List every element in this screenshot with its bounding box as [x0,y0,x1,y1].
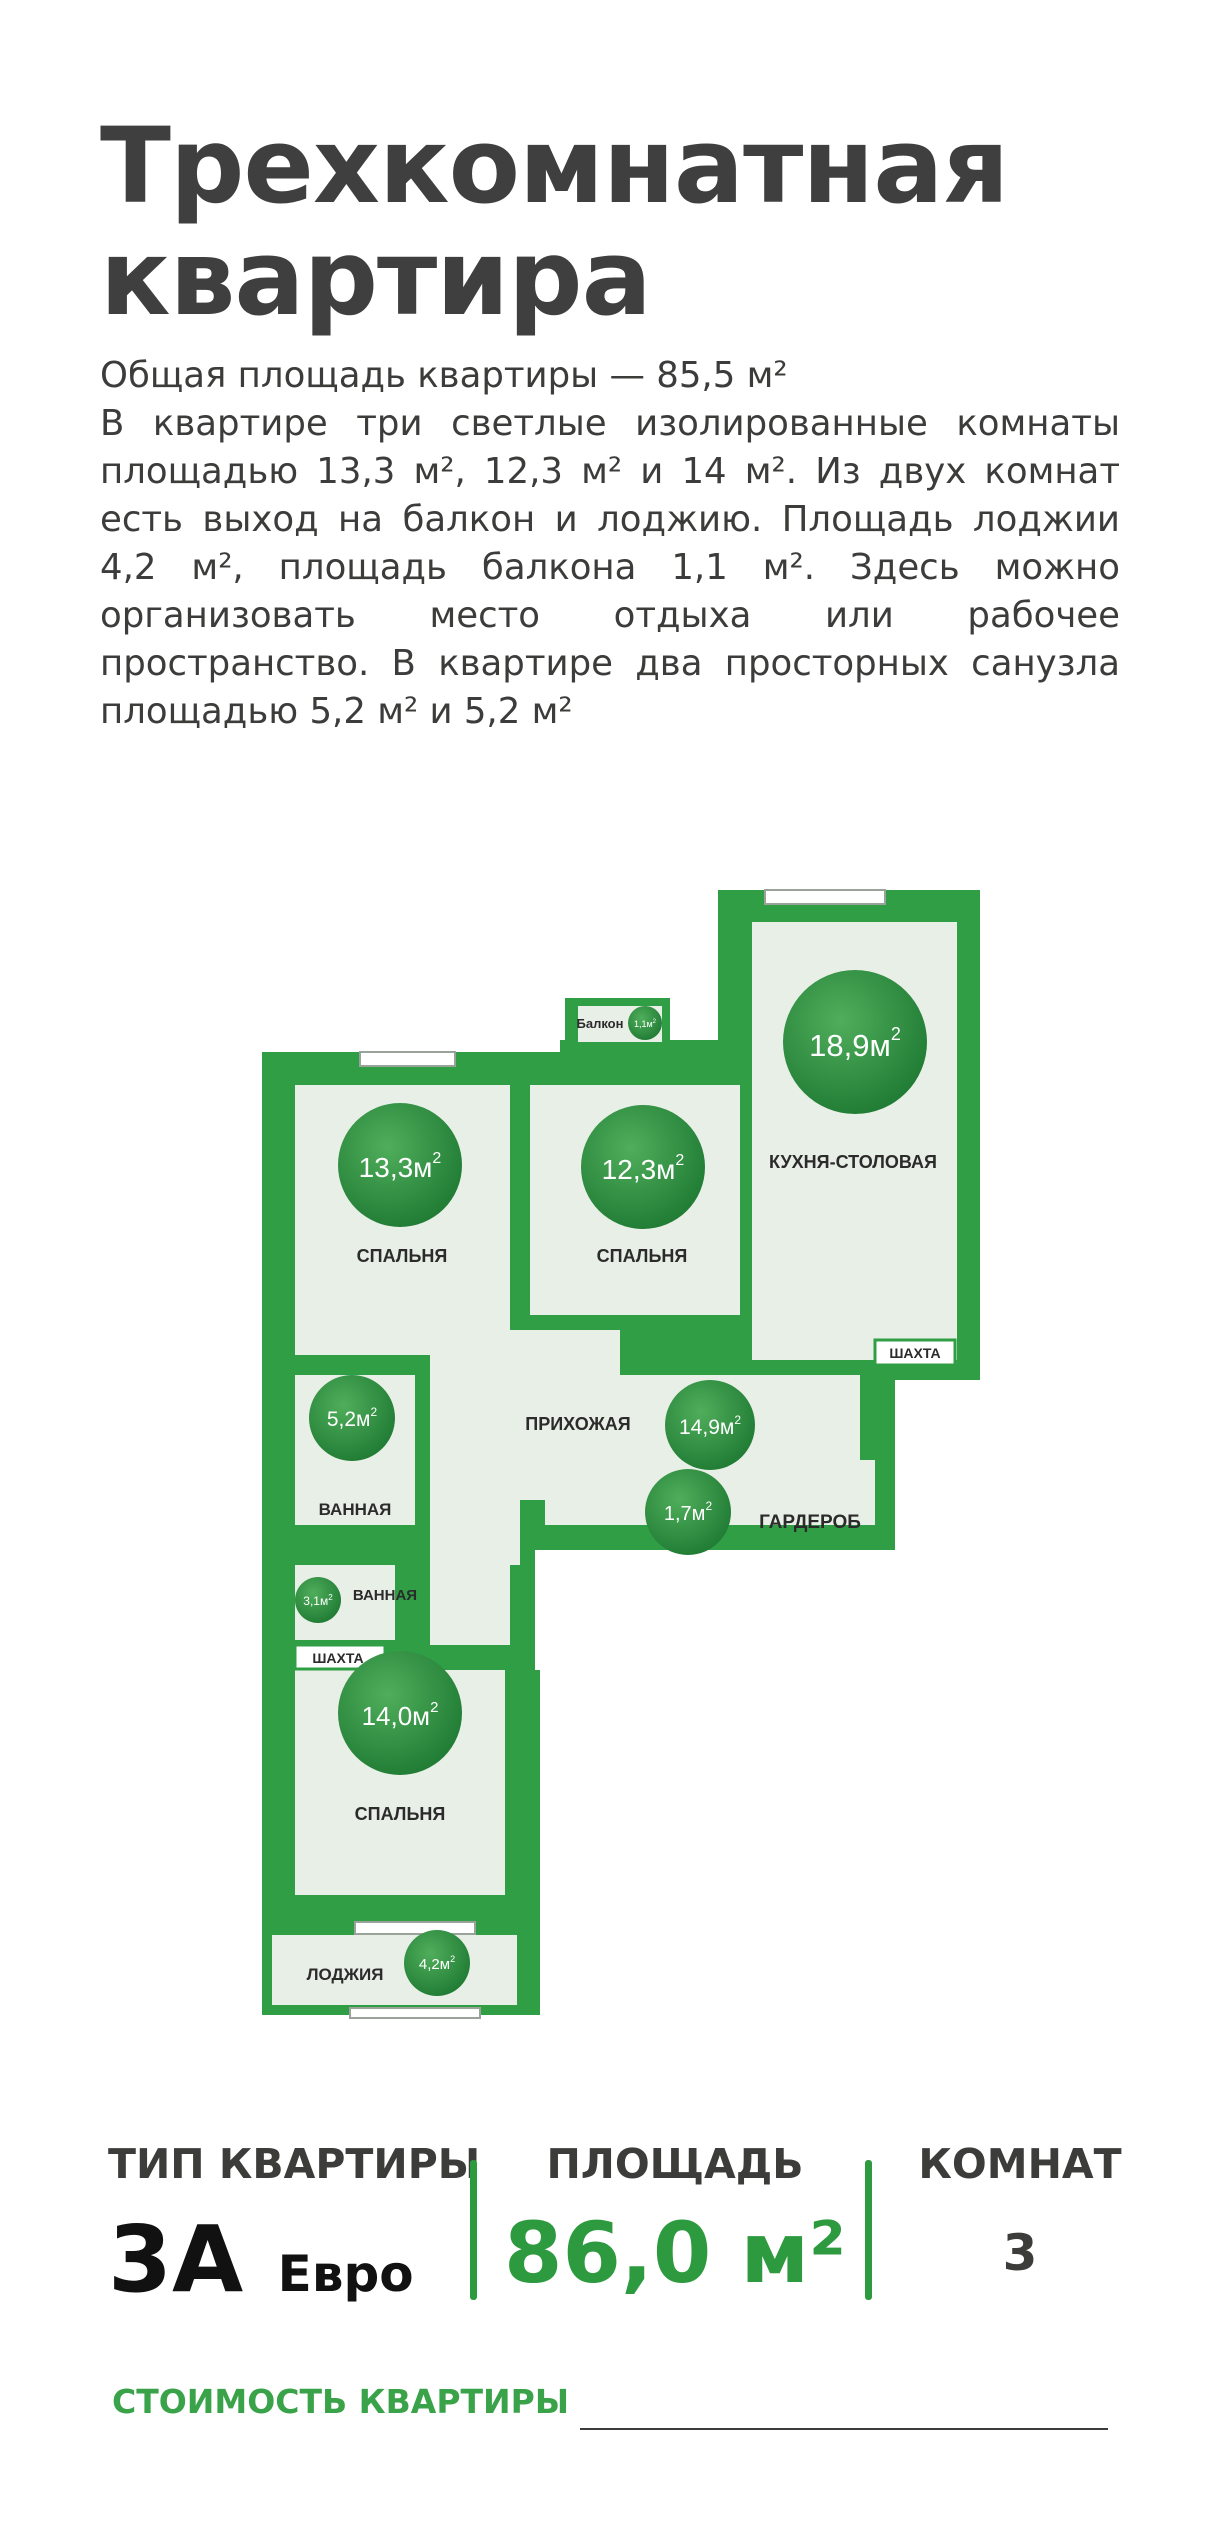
bath1-label: ВАННАЯ [319,1500,392,1519]
svg-text:12,3м2: 12,3м2 [602,1152,685,1185]
title-line-2: квартира [100,217,652,339]
type-value: 3А [108,2206,244,2313]
floor-plan: СПАЛЬНЯ СПАЛЬНЯ КУХНЯ-СТОЛОВАЯ ПРИХОЖАЯ … [262,889,980,2019]
hall-area: 14,9м [679,1416,734,1439]
apartment-type-block: ТИП КВАРТИРЫ 3А Евро [108,2140,481,2320]
area-value: 86,0 м² [504,2204,846,2302]
svg-text:4,2м2: 4,2м2 [419,1954,455,1973]
title-line-1: Трехкомнатная [100,105,1009,227]
bedroom1-label: СПАЛЬНЯ [357,1246,448,1266]
shaft1-label: ШАХТА [889,1345,940,1361]
total-area-text: Общая площадь квартиры — 85,5 м² [100,355,788,396]
svg-text:13,3м2: 13,3м2 [359,1150,442,1183]
type-label: ТИП КВАРТИРЫ [108,2140,481,2188]
plan-windows [349,889,886,2019]
bath2-label: ВАННАЯ [353,1587,417,1604]
svg-text:5,2м2: 5,2м2 [327,1405,378,1431]
wardrobe-label: ГАРДЕРОБ [759,1512,861,1533]
rooms-block: КОМНАТ 3 [900,2140,1140,2320]
svg-text:1,7м2: 1,7м2 [664,1499,713,1525]
loggia-area: 4,2м [419,1956,450,1973]
area-badges: 13,3м2 12,3м2 18,9м2 14,9м2 5,2м2 3,1м2 … [295,970,927,1996]
kitchen-area: 18,9м [809,1028,891,1063]
svg-text:14,0м2: 14,0м2 [362,1699,439,1731]
hall-label: ПРИХОЖАЯ [525,1414,630,1434]
cost-label: СТОИМОСТЬ КВАРТИРЫ [112,2382,570,2421]
svg-text:18,9м2: 18,9м2 [809,1024,901,1063]
bedroom3-area: 14,0м [362,1701,430,1731]
divider-2 [865,2160,872,2300]
balcony-label: Балкон [577,1016,624,1031]
page-title: Трехкомнатная квартира [100,110,1140,334]
description: Общая площадь квартиры — 85,5 м² В кварт… [100,352,1120,736]
bedroom2-label: СПАЛЬНЯ [597,1246,688,1266]
bedroom3-label: СПАЛЬНЯ [355,1804,446,1824]
area-block: ПЛОЩАДЬ 86,0 м² [480,2140,870,2320]
bedroom2-area: 12,3м [602,1154,676,1185]
svg-text:14,9м2: 14,9м2 [679,1413,741,1439]
rooms-label: КОМНАТ [918,2140,1122,2188]
svg-text:1,1м2: 1,1м2 [634,1019,657,1029]
divider-1 [470,2160,477,2300]
wardrobe-area: 1,7м [664,1503,706,1525]
type-suffix: Евро [277,2245,414,2303]
bath1-area: 5,2м [327,1408,371,1431]
svg-text:3,1м2: 3,1м2 [303,1593,333,1608]
loggia-label: ЛОДЖИЯ [307,1965,384,1984]
balcony-area: 1,1м [634,1019,653,1029]
kitchen-label: КУХНЯ-СТОЛОВАЯ [769,1152,937,1172]
bedroom1-area: 13,3м [359,1152,433,1183]
description-paragraph: В квартире три светлые изолированные ком… [100,403,1120,732]
bath2-area: 3,1м [303,1594,328,1608]
shaft2-label: ШАХТА [312,1650,363,1666]
rooms-value: 3 [1002,2224,1038,2282]
cost-underline [580,2428,1108,2430]
area-label: ПЛОЩАДЬ [546,2140,804,2188]
